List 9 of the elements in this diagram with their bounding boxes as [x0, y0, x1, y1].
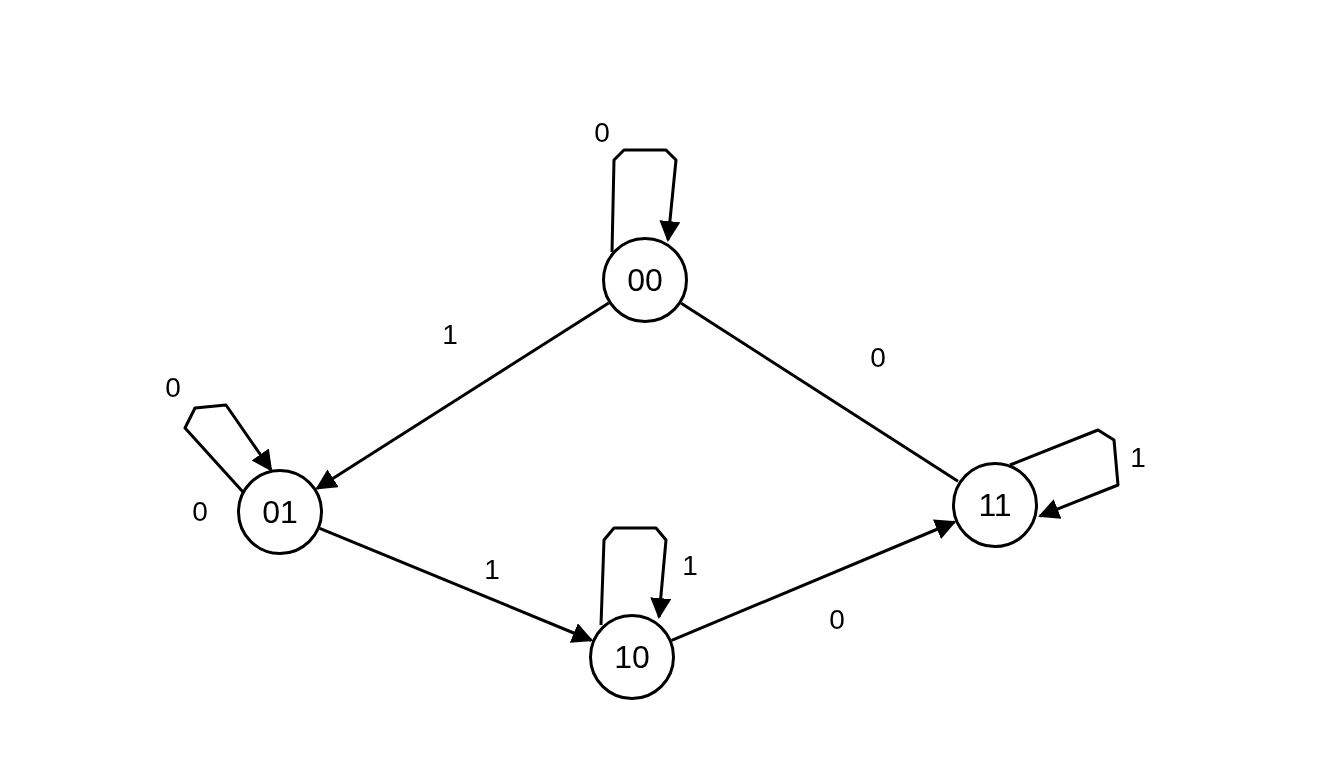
- self-loop-arrow: [599, 526, 672, 626]
- self-loop-arrow: [610, 148, 681, 253]
- self-loop-arrow: [183, 403, 273, 493]
- state-label: 11: [978, 489, 1012, 521]
- state-label: 01: [262, 496, 298, 528]
- state-label: 10: [614, 641, 650, 673]
- arrow: [315, 301, 610, 490]
- connector-line: [680, 302, 959, 483]
- state-label: 00: [627, 264, 663, 296]
